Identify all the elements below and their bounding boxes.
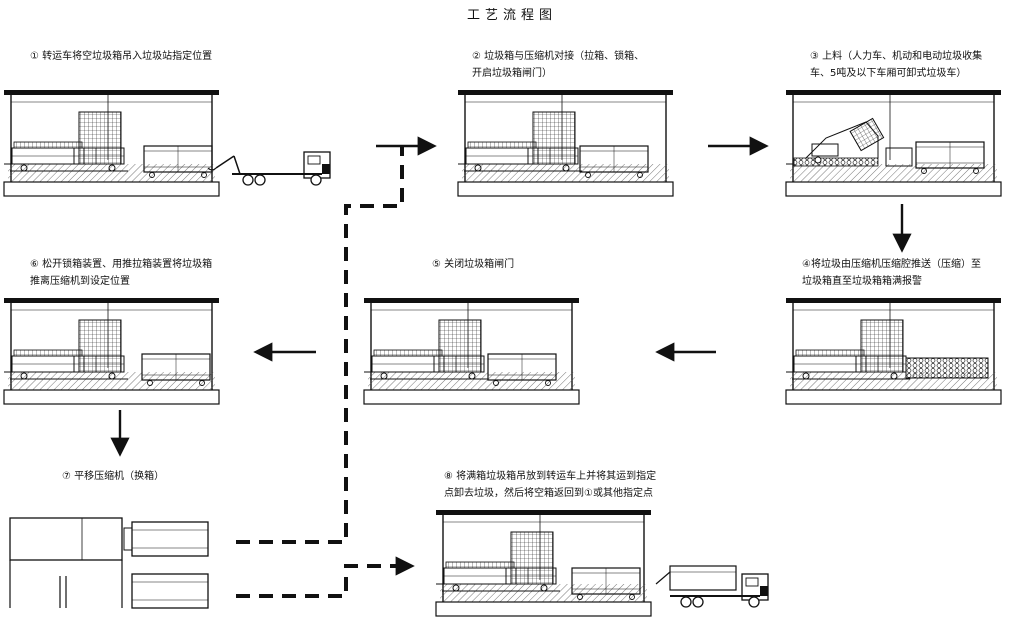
step-1-caption: ① 转运车将空垃圾箱吊入垃圾站指定位置 [30,51,213,62]
step-5-panel [363,297,580,405]
step-7-caption: ⑦ 平移压缩机（换箱） [62,471,165,482]
step-6-caption: ⑥ 松开锁箱装置、用推拉箱装置将垃圾箱 推离压缩机到设定位置 [30,259,213,287]
step-7-panel [9,517,209,609]
step-4-panel [785,297,1002,405]
return-dashed-path [236,146,404,598]
step-8-panel [435,509,652,617]
step-1-truck [207,151,331,186]
step-2-caption: ② 垃圾箱与压缩机对接（拉箱、锁箱、 开启垃圾箱闸门） [472,51,645,79]
step-6-panel [3,297,220,405]
diagram-title: 工艺流程图 [466,8,557,23]
step-3-caption: ③ 上料（人力车、机动和电动垃圾收集 车、5吨及以下车厢可卸式垃圾车） [810,51,983,79]
step-8-truck [655,565,769,608]
step-2-panel [457,89,674,197]
step-1-panel [3,89,220,197]
step-4-caption: ④将垃圾由压缩机压缩腔推送（压缩）至 垃圾箱直至垃圾箱箱满报警 [802,259,981,287]
step-5-caption: ⑤ 关闭垃圾箱闸门 [432,259,515,270]
step-8-caption: ⑧ 将满箱垃圾箱吊放到转运车上并将其运到指定 点卸去垃圾，然后将空箱返回到①或其… [444,471,657,499]
step-3-panel [785,89,1002,197]
